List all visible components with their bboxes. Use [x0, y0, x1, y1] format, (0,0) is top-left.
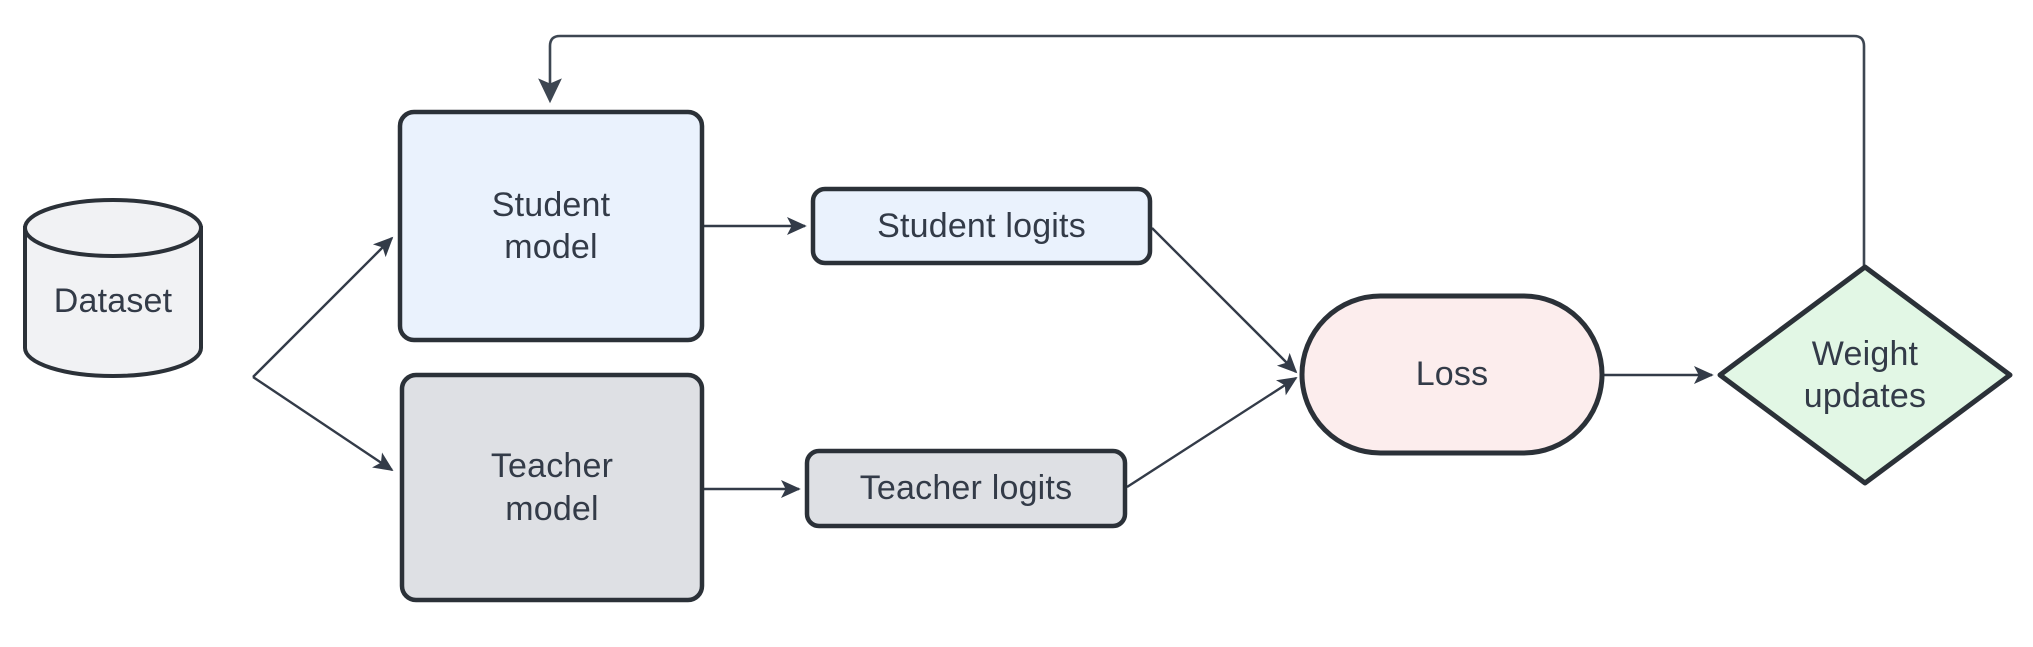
edge-layer [252, 34, 1866, 498]
node-student-logits[interactable] [810, 186, 1153, 266]
node-dataset[interactable] [23, 198, 203, 378]
edge-dataset-to-teacher [252, 376, 394, 472]
node-teacher-logits[interactable] [804, 448, 1128, 529]
node-layer [23, 109, 2013, 603]
node-student-model[interactable] [397, 109, 705, 343]
node-weight-updates[interactable] [1717, 264, 2013, 486]
edge-student-logits-to-loss [1151, 227, 1298, 374]
edge-dataset-to-student [252, 236, 394, 378]
edge-teacher-logits-to-loss [1126, 376, 1298, 489]
edge-weight-updates-to-student [538, 34, 1866, 267]
node-loss[interactable] [1299, 293, 1605, 456]
node-teacher-model[interactable] [399, 372, 705, 603]
